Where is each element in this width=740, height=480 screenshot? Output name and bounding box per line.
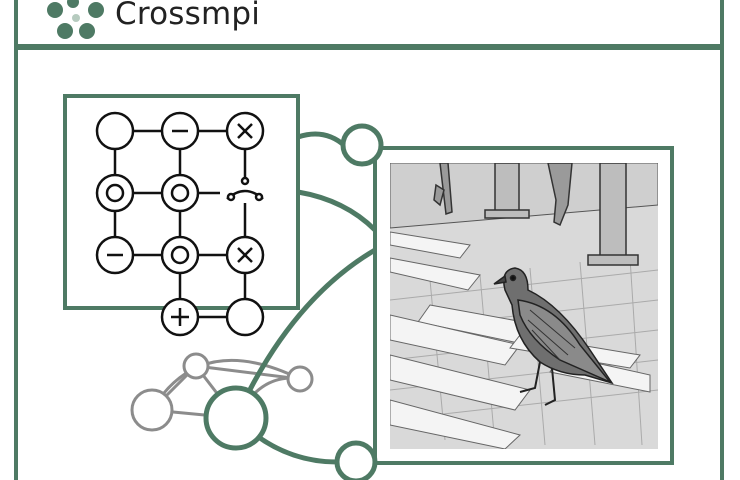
qubit-grid-panel [63, 94, 300, 337]
ring-node-icon [95, 173, 135, 213]
cross-node-icon [225, 111, 265, 151]
network-graph [130, 352, 314, 432]
circle-connector-node-icon [340, 123, 384, 167]
ring-node-icon [160, 173, 200, 213]
dots-cluster-logo-icon [47, 0, 104, 39]
header [14, 0, 724, 48]
graph-node [286, 365, 314, 393]
outer-frame [14, 46, 724, 480]
photo-panel [373, 146, 674, 465]
empty-node [95, 111, 135, 151]
pigeon [493, 267, 614, 406]
plus-node-icon [160, 297, 200, 337]
graph-node [130, 388, 174, 432]
graph-node [182, 352, 210, 380]
ring-node-icon [160, 235, 200, 275]
minus-node-icon [160, 111, 200, 151]
circle-connector-node-icon [334, 440, 378, 480]
pigeon-crosswalk-illustration-icon [390, 163, 658, 449]
minus-node-icon [95, 235, 135, 275]
brand-name: Crossmpi [115, 0, 261, 32]
empty-node [225, 297, 265, 337]
cross-node-icon [225, 235, 265, 275]
measurement-probe-icon [226, 176, 264, 202]
green-node [203, 385, 269, 451]
